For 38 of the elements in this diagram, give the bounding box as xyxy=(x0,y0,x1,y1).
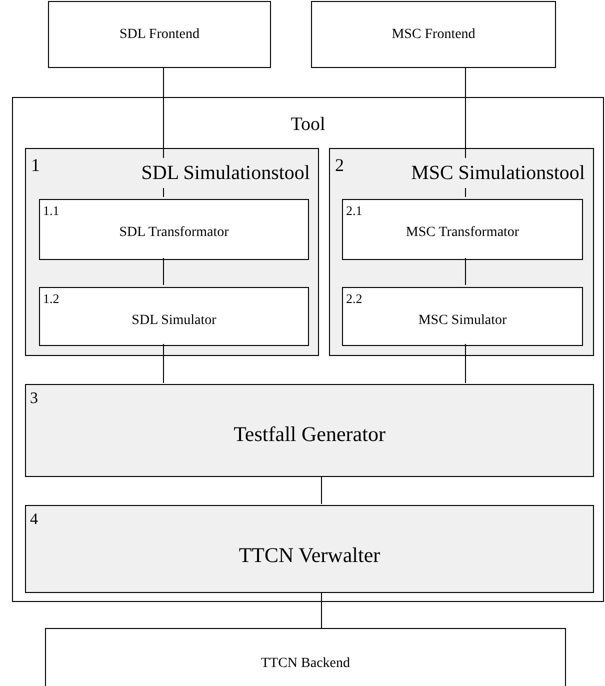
node-label: MSC Frontend xyxy=(392,26,476,44)
module-title: MSC Simulationstool xyxy=(411,158,585,188)
component-number: 1.1 xyxy=(43,202,60,220)
module-title: Testfall Generator xyxy=(234,421,386,448)
component-box xyxy=(342,287,583,346)
module-title: TTCN Verwalter xyxy=(238,542,380,569)
component-box xyxy=(45,628,566,686)
component-box xyxy=(39,287,309,346)
component-number: 2.2 xyxy=(346,290,362,308)
component-label: MSC Simulator xyxy=(418,312,507,330)
connector-line xyxy=(163,344,164,384)
module-box xyxy=(25,505,594,593)
component-box xyxy=(48,1,271,68)
module-box xyxy=(25,384,594,477)
connector-line xyxy=(163,258,164,286)
system-boundary xyxy=(12,97,604,602)
module-title: SDL Simulationstool xyxy=(141,158,310,188)
component-box xyxy=(39,199,309,260)
component-number: 2.1 xyxy=(346,202,362,220)
component-box xyxy=(342,199,583,260)
component-box xyxy=(311,1,556,68)
module-number: 4 xyxy=(30,510,38,530)
module-number: 2 xyxy=(335,154,344,177)
component-label: SDL Transformator xyxy=(119,224,229,242)
module-box xyxy=(25,148,319,356)
boundary-title: Tool xyxy=(290,113,326,137)
module-number: 3 xyxy=(30,389,38,409)
connector-line xyxy=(321,476,322,504)
node-label: SDL Frontend xyxy=(120,26,200,44)
component-label: SDL Simulator xyxy=(132,312,216,330)
connector-line xyxy=(321,592,322,628)
connector-line xyxy=(465,344,466,384)
component-number: 1.2 xyxy=(43,290,60,308)
node-label: TTCN Backend xyxy=(260,654,350,672)
component-label: MSC Transformator xyxy=(406,224,520,242)
module-number: 1 xyxy=(31,154,40,177)
connector-line xyxy=(465,258,466,286)
module-box xyxy=(329,148,594,356)
